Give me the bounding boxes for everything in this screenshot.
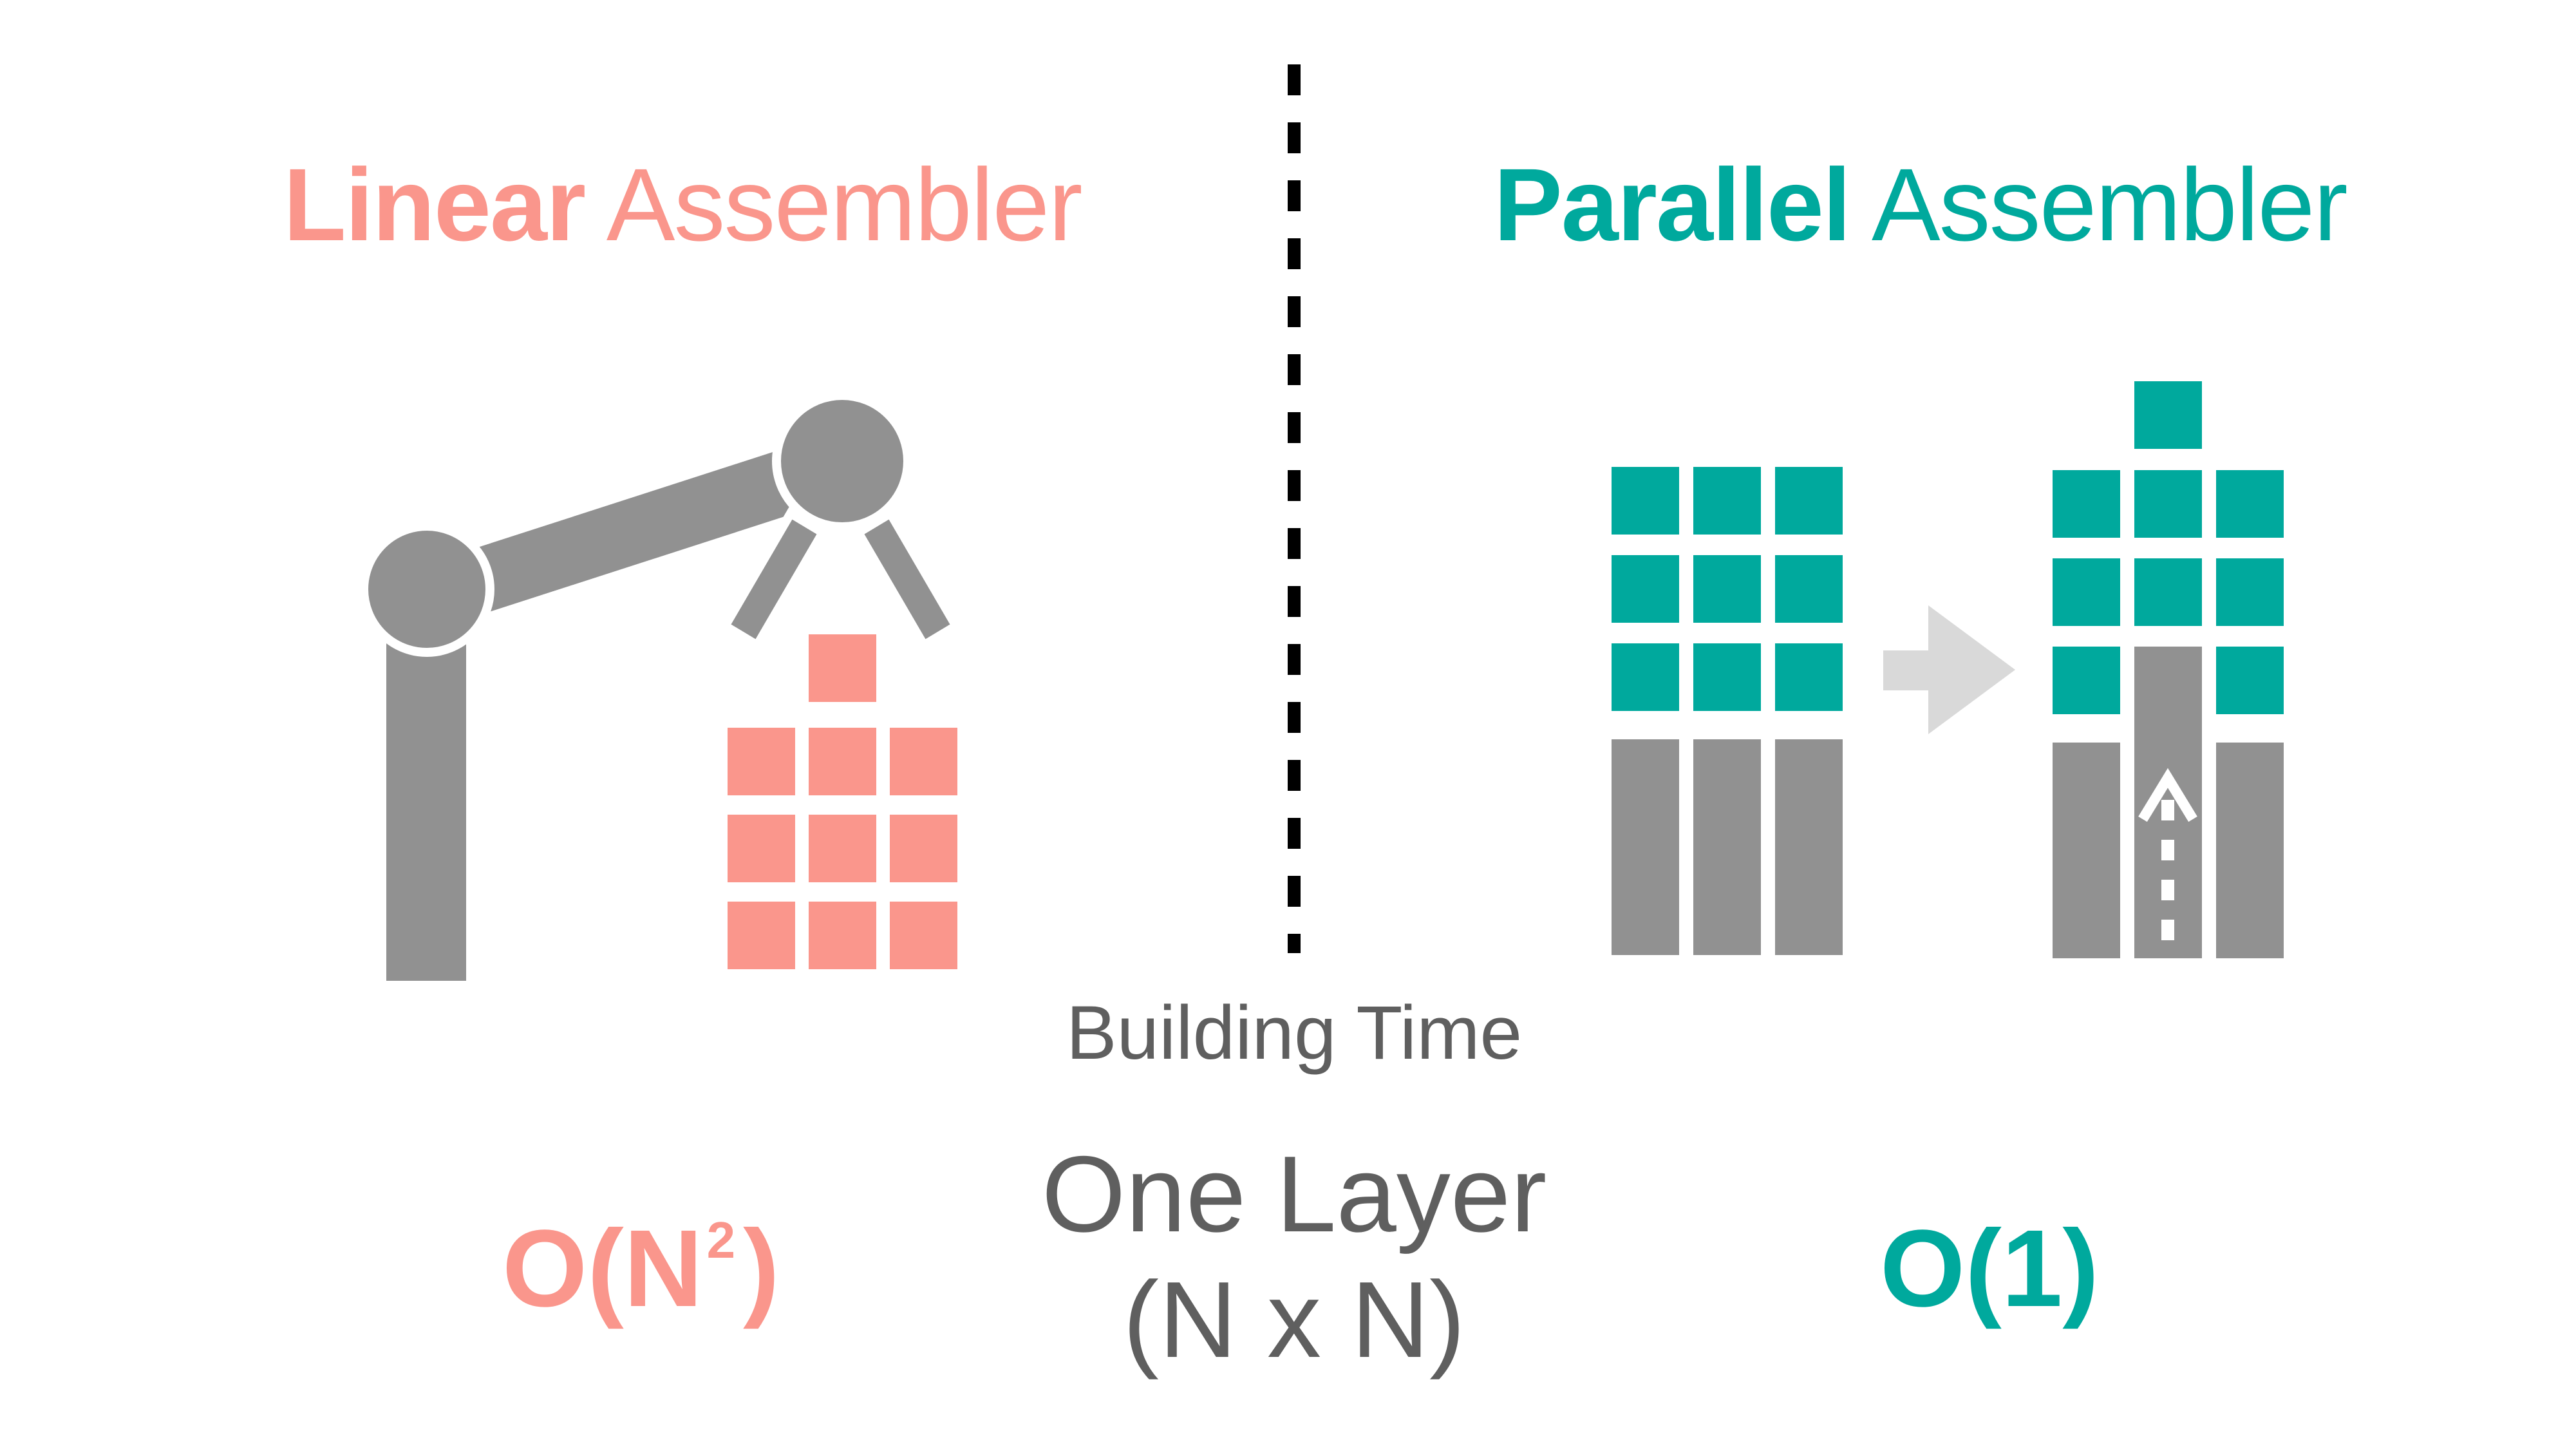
layer-size-label: (N x N) bbox=[1123, 1259, 1465, 1380]
linear-title-light: Assembler bbox=[606, 147, 1083, 262]
parallel-block bbox=[2134, 470, 2202, 538]
linear-block bbox=[890, 902, 957, 969]
linear-title-bold: Linear bbox=[283, 147, 586, 262]
robot-arm-icon bbox=[359, 391, 963, 990]
linear-block bbox=[728, 902, 795, 969]
parallel-block bbox=[1693, 555, 1761, 623]
parallel-block-raised bbox=[2134, 381, 2202, 449]
linear-block bbox=[890, 815, 957, 882]
parallel-title-light: Assembler bbox=[1871, 147, 2348, 262]
robot-gripper-right bbox=[852, 507, 963, 652]
linear-block bbox=[809, 728, 876, 795]
parallel-block bbox=[1693, 643, 1761, 711]
piston-column bbox=[1775, 739, 1843, 955]
parallel-complexity: O(1) bbox=[1880, 1208, 2099, 1330]
parallel-block bbox=[1612, 467, 1679, 535]
linear-block bbox=[890, 728, 957, 795]
parallel-block bbox=[1775, 555, 1843, 623]
linear-block bbox=[809, 902, 876, 969]
piston-column bbox=[1612, 739, 1679, 955]
robot-elbow-joint bbox=[772, 391, 912, 531]
piston-column bbox=[2216, 743, 2284, 958]
robot-arm-base bbox=[377, 633, 475, 990]
parallel-assembler-title: Parallel Assembler bbox=[1494, 153, 2348, 256]
piston-column bbox=[2053, 743, 2120, 958]
linear-block bbox=[809, 815, 876, 882]
piston-column bbox=[1693, 739, 1761, 955]
parallel-block bbox=[1612, 643, 1679, 711]
parallel-assembler-after bbox=[2053, 381, 2284, 958]
linear-assembler-title: Linear Assembler bbox=[283, 153, 1083, 256]
parallel-block bbox=[2216, 470, 2284, 538]
parallel-block bbox=[1775, 643, 1843, 711]
parallel-block bbox=[2053, 470, 2120, 538]
linear-complexity-exponent: 2 bbox=[706, 1211, 736, 1269]
building-time-label: Building Time bbox=[1066, 990, 1523, 1075]
linear-complexity: O(N2) bbox=[502, 1214, 780, 1323]
robot-gripper-left bbox=[719, 507, 829, 652]
linear-block-being-placed bbox=[809, 634, 876, 702]
linear-block-stack bbox=[728, 634, 957, 969]
up-arrow-icon bbox=[2138, 768, 2197, 940]
parallel-block bbox=[2216, 558, 2284, 626]
parallel-block bbox=[2216, 647, 2284, 714]
parallel-assembler-before bbox=[1612, 467, 1843, 955]
parallel-title-bold: Parallel bbox=[1494, 147, 1851, 262]
parallel-block bbox=[2053, 558, 2120, 626]
one-layer-label: One Layer bbox=[1041, 1133, 1547, 1255]
parallel-block bbox=[1612, 555, 1679, 623]
linear-block bbox=[728, 815, 795, 882]
parallel-block bbox=[1775, 467, 1843, 535]
right-arrow-icon bbox=[1883, 605, 2015, 734]
linear-block bbox=[728, 728, 795, 795]
parallel-block bbox=[1693, 467, 1761, 535]
linear-complexity-close: ) bbox=[743, 1208, 780, 1330]
robot-shoulder-joint bbox=[359, 522, 494, 657]
linear-complexity-base: O(N bbox=[502, 1208, 703, 1330]
parallel-block bbox=[2134, 558, 2202, 626]
parallel-block bbox=[2053, 647, 2120, 714]
